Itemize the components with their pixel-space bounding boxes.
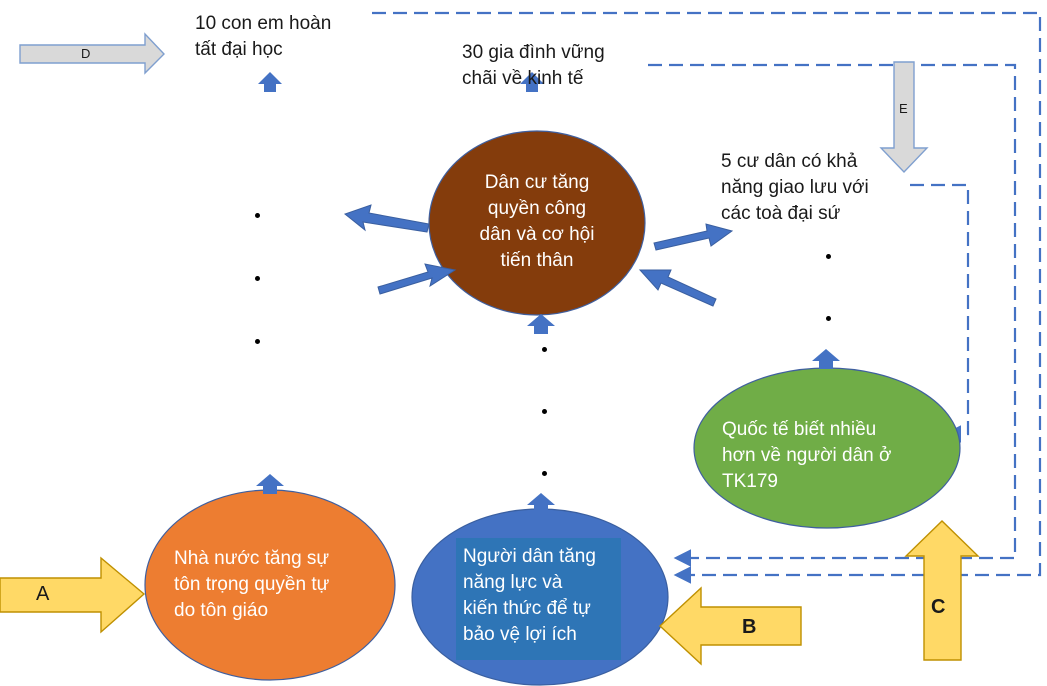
outcome-families-line-1: 30 gia đình vững [462, 42, 605, 63]
input-arrow-a [0, 556, 146, 634]
blue-text-box [456, 538, 621, 660]
outcome-residents-line-3: các toà đại sứ [721, 203, 841, 224]
input-arrow-e-label: E [899, 101, 908, 116]
radial-arrow-out-right [653, 223, 734, 251]
input-arrow-c [904, 520, 980, 661]
oval-blue-line-4: bảo vệ lợi ích [463, 624, 577, 645]
oval-blue-line-1: Người dân tăng [463, 546, 596, 567]
outcome-residents: 5 cư dân có khả năng giao lưu với các to… [721, 149, 869, 227]
oval-center [428, 130, 646, 316]
oval-orange-line-3: do tôn giáo [174, 600, 269, 621]
oval-center-line-4: tiến thân [500, 250, 574, 271]
oval-blue-line-3: kiến thức để tự [463, 598, 591, 619]
oval-center-line-3: dân và cơ hội [479, 224, 595, 245]
small-up-arrows [256, 72, 840, 513]
input-arrows [0, 32, 980, 666]
dot-students-1 [255, 213, 260, 218]
up-arrow-blue [527, 493, 555, 513]
outcome-students: 10 con em hoàn tất đại học [195, 11, 331, 63]
input-arrow-e [879, 61, 929, 174]
radial-arrow-out-left [343, 204, 430, 233]
oval-green-line-1: Quốc tế biết nhiều [722, 419, 877, 440]
dot-residents-1 [826, 254, 831, 259]
oval-center-line-1: Dân cư tăng [484, 172, 590, 193]
oval-orange-line-1: Nhà nước tăng sự [174, 548, 330, 569]
radial-arrow-in-lower-left [377, 263, 457, 295]
up-arrow-orange [256, 474, 284, 494]
up-arrow-students [258, 72, 282, 92]
dot-students-3 [255, 339, 260, 344]
input-arrow-c-label: C [931, 596, 946, 618]
oval-center-text: Dân cư tăng quyền công dân và cơ hội tiế… [467, 170, 607, 274]
dot-center-2 [542, 409, 547, 414]
outcome-students-line-1: 10 con em hoàn [195, 13, 332, 34]
oval-center-line-2: quyền công [487, 198, 587, 219]
outcome-families-line-2: chãi về kinh tế [462, 68, 584, 89]
radial-arrows [343, 204, 734, 307]
dot-center-3 [542, 471, 547, 476]
dot-residents-2 [826, 316, 831, 321]
up-arrow-families [520, 72, 544, 92]
oval-blue-line-2: năng lực và [463, 572, 563, 593]
dot-students-2 [255, 276, 260, 281]
oval-green-line-3: TK179 [722, 471, 778, 492]
oval-orange-line-2: tôn trọng quyền tự [174, 574, 330, 595]
input-arrow-b-label: B [742, 616, 757, 638]
outcome-residents-line-2: năng giao lưu với [721, 177, 869, 198]
oval-blue-text: Người dân tăng năng lực và kiến thức để … [463, 544, 596, 648]
oval-green-line-2: hơn về người dân ở [722, 445, 892, 466]
dashed-line-students [372, 11, 1042, 584]
oval-green-text: Quốc tế biết nhiều hơn về người dân ở TK… [722, 417, 891, 495]
input-arrow-b [658, 586, 802, 666]
outcome-students-line-2: tất đại học [195, 39, 283, 60]
dot-center-1 [542, 347, 547, 352]
oval-orange-text: Nhà nước tăng sự tôn trọng quyền tự do t… [174, 546, 329, 624]
up-arrow-residents [812, 349, 840, 369]
up-arrow-center-bottom [527, 314, 555, 334]
input-arrow-d [19, 32, 165, 75]
radial-arrow-in-lower-right [638, 269, 717, 307]
dashed-line-families [648, 63, 1017, 567]
outcome-families: 30 gia đình vững chãi về kinh tế [462, 40, 605, 92]
input-arrow-d-label: D [81, 46, 91, 61]
outcome-residents-line-1: 5 cư dân có khả [721, 151, 858, 172]
input-arrow-a-label: A [36, 583, 50, 605]
